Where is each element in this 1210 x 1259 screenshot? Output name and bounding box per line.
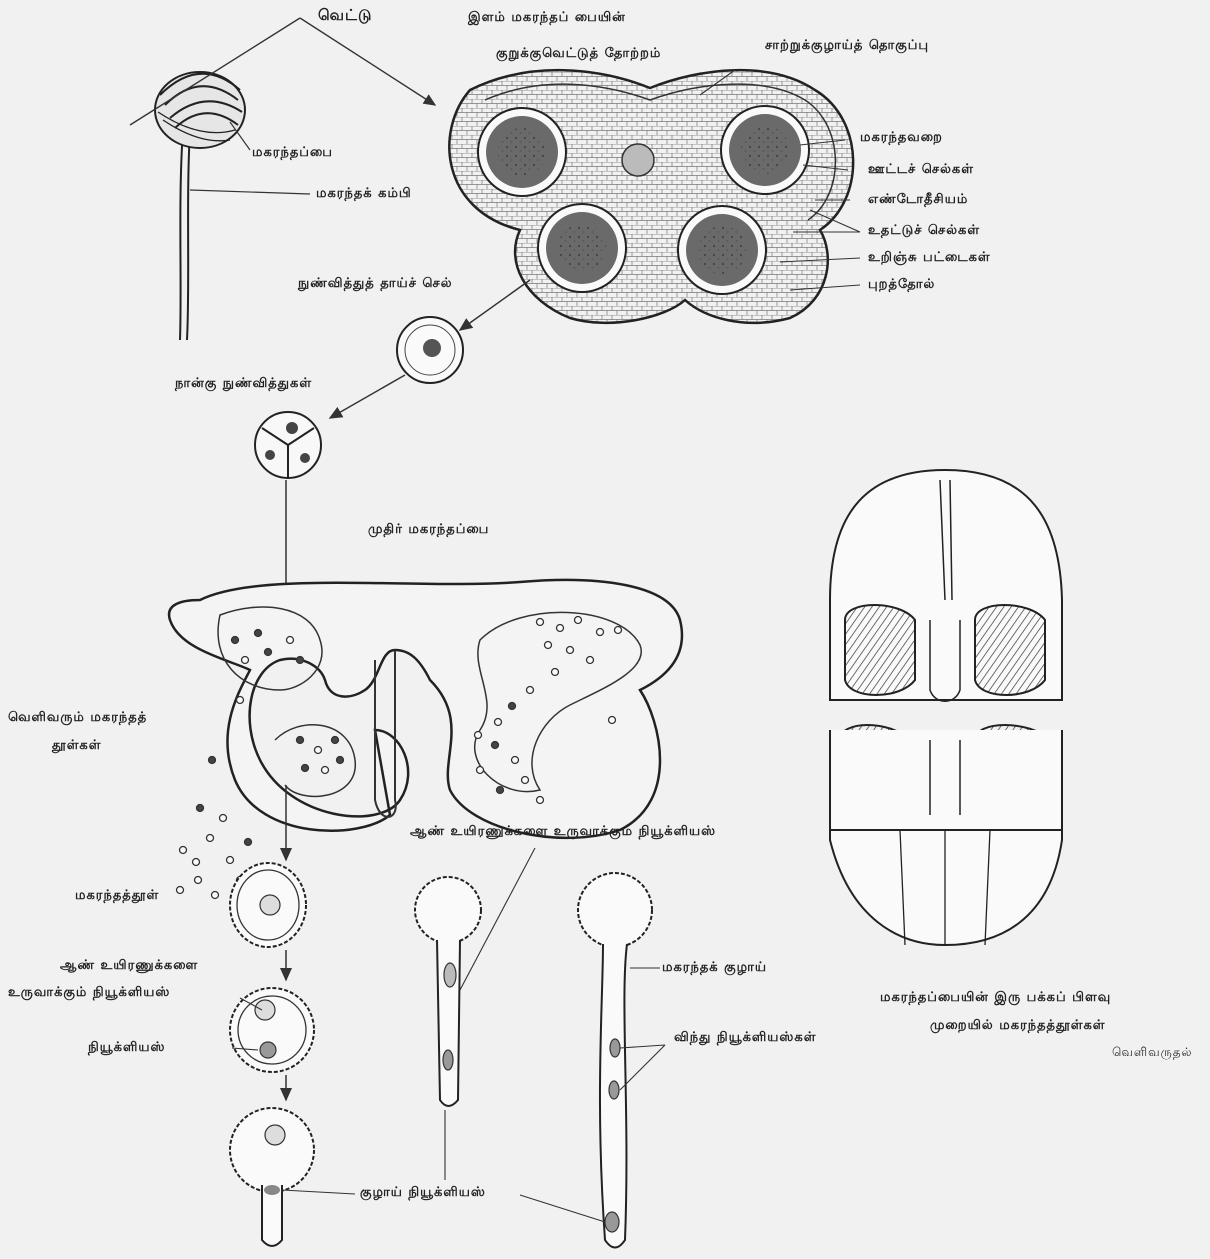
pollen-grain-stage-2 <box>230 988 314 1072</box>
pollen-sac-top-right <box>721 106 809 194</box>
mother-cell <box>397 317 463 383</box>
label-tetrad: நான்கு நுண்வித்துகள் <box>175 376 312 392</box>
label-young-anther-title: இளம் மகரந்தப் பையின் <box>468 10 626 26</box>
label-middle-layers: உதட்டுச் செல்கள் <box>868 223 980 239</box>
label-connective: சாற்றுக்குழாய்த் தொகுப்பு <box>765 38 929 54</box>
label-pollen-sac: மகரந்தவறை <box>860 130 943 146</box>
label-anther: மகரந்தப்பை <box>252 145 333 161</box>
filament-leader <box>190 190 310 194</box>
pollen-tube-short <box>415 877 481 1106</box>
label-tube-nucleus: குழாய் நியூக்ளியஸ் <box>360 1185 486 1201</box>
dehiscence-drawing <box>830 470 1062 945</box>
label-gen-nucleus-2: உருவாக்கும் நியூக்ளியஸ் <box>8 985 170 1001</box>
label-gen-nucleus-1: ஆண் உயிரணுக்களை <box>60 958 198 974</box>
pollen-sac-bottom-left <box>538 204 626 292</box>
label-mature-anther: முதிர் மகரந்தப்பை <box>368 522 489 538</box>
pollen-tube-long <box>578 873 652 1248</box>
pollen-sac-top-left <box>478 108 566 196</box>
label-mother-cell: நுண்வித்துத் தாய்ச் செல் <box>298 276 453 292</box>
arrow-to-tetrad <box>330 375 405 418</box>
mature-anther <box>169 580 682 838</box>
label-fibrous-bands: உறிஞ்சு பட்டைகள் <box>868 250 991 266</box>
pollen-sac-bottom-right <box>678 206 766 294</box>
label-dehiscence-3: வெளிவருதல் <box>1112 1045 1192 1061</box>
label-sperm-nuclei: விந்து நியூக்ளியஸ்கள் <box>674 1030 816 1046</box>
label-filament: மகரந்தக் கம்பி <box>316 186 412 202</box>
tube-nucleus-leader-1 <box>282 1190 355 1194</box>
cross-section-outline <box>449 70 853 323</box>
anther-cross-section <box>449 70 853 323</box>
label-tapetal-cells: ஊட்டச் செல்கள் <box>868 162 974 178</box>
arrow-to-mother-cell <box>460 280 530 330</box>
sperm-nuclei-leader <box>620 1045 665 1090</box>
label-dehiscence-1: மகரந்தப்பையின் இரு பக்கப் பிளவு <box>880 990 1111 1006</box>
pollen-grain-stage-3 <box>230 1108 314 1246</box>
label-pollen-grain: மகரந்தத்தூள் <box>75 888 159 904</box>
anther-head <box>155 72 245 148</box>
tetrad <box>255 412 321 478</box>
vascular-bundle <box>622 144 654 176</box>
label-endothecium: எண்டோதீசியம் <box>868 192 968 208</box>
label-cross-section: குறுக்குவெட்டுத் தோற்றம் <box>496 46 661 62</box>
pollen-grain-stage-1 <box>230 863 306 947</box>
label-released-grains-1: வெளிவரும் மகரந்தத் <box>8 710 147 726</box>
label-pollen-tube: மகரந்தக் குழாய் <box>662 960 767 976</box>
label-released-grains-2: தூள்கள் <box>52 738 101 754</box>
label-epidermis: புறத்தோல் <box>868 277 935 293</box>
stamen-drawing <box>155 72 245 340</box>
tube-nucleus-leader-2 <box>520 1195 605 1222</box>
label-male-gamete-nucleus-top: ஆண் உயிரணுக்களை உருவாக்கும் நியூக்ளியஸ் <box>410 824 716 840</box>
label-dehiscence-2: முறையில் மகரந்தத்தூள்கள் <box>930 1018 1106 1034</box>
label-cut: வெட்டு <box>318 6 372 26</box>
label-nucleus: நியூக்ளியஸ் <box>88 1040 165 1056</box>
